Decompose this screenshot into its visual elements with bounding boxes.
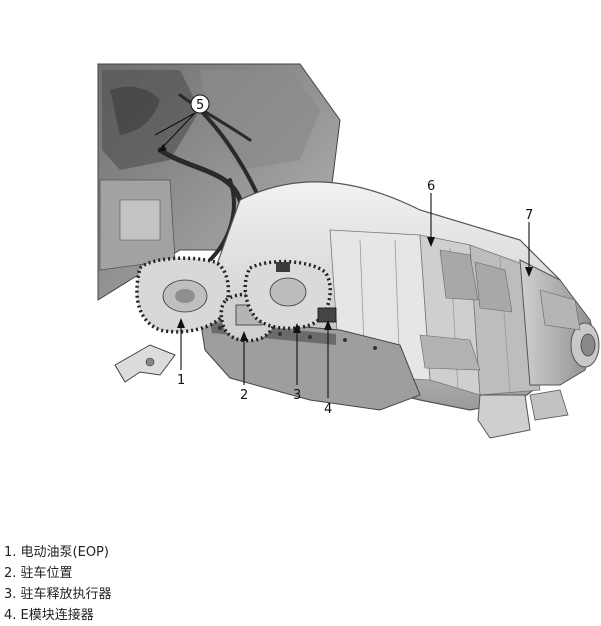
legend-item-park-release-actuator: 3. 驻车释放执行器	[4, 584, 112, 605]
callout-2: 2	[240, 388, 248, 403]
park-release-actuator	[245, 262, 330, 329]
callout-6: 6	[427, 179, 435, 194]
e-module-connector	[318, 308, 336, 322]
left-bracket	[115, 345, 175, 382]
callout-4: 4	[324, 402, 332, 417]
callout-1: 1	[177, 373, 185, 388]
transmission-diagram: 1 2 3 5 4 6 7	[0, 0, 601, 460]
electric-oil-pump	[137, 258, 228, 332]
legend-item-park-position: 2. 驻车位置	[4, 563, 112, 584]
mount-bracket	[478, 390, 568, 438]
callout-7: 7	[525, 208, 533, 223]
callout-5: 5	[196, 98, 204, 113]
legend-item-electric-oil-pump: 1. 电动油泵(EOP)	[4, 542, 112, 563]
component-legend: 1. 电动油泵(EOP) 2. 驻车位置 3. 驻车释放执行器 4. E模块连接…	[4, 542, 112, 626]
callout-3: 3	[293, 388, 301, 403]
